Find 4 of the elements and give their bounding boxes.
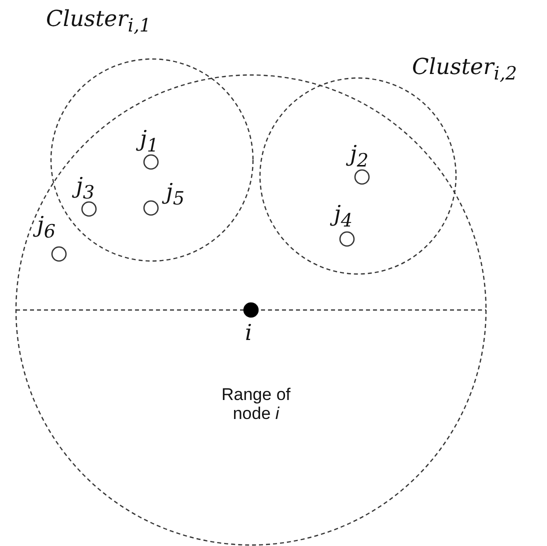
range-caption: Range of node i [220, 386, 292, 424]
cluster-label: Cluster$_{i,1}$ [46, 8, 152, 37]
cluster-label: Cluster$_{i,2}$ [412, 56, 518, 85]
node-label: i [245, 322, 252, 346]
